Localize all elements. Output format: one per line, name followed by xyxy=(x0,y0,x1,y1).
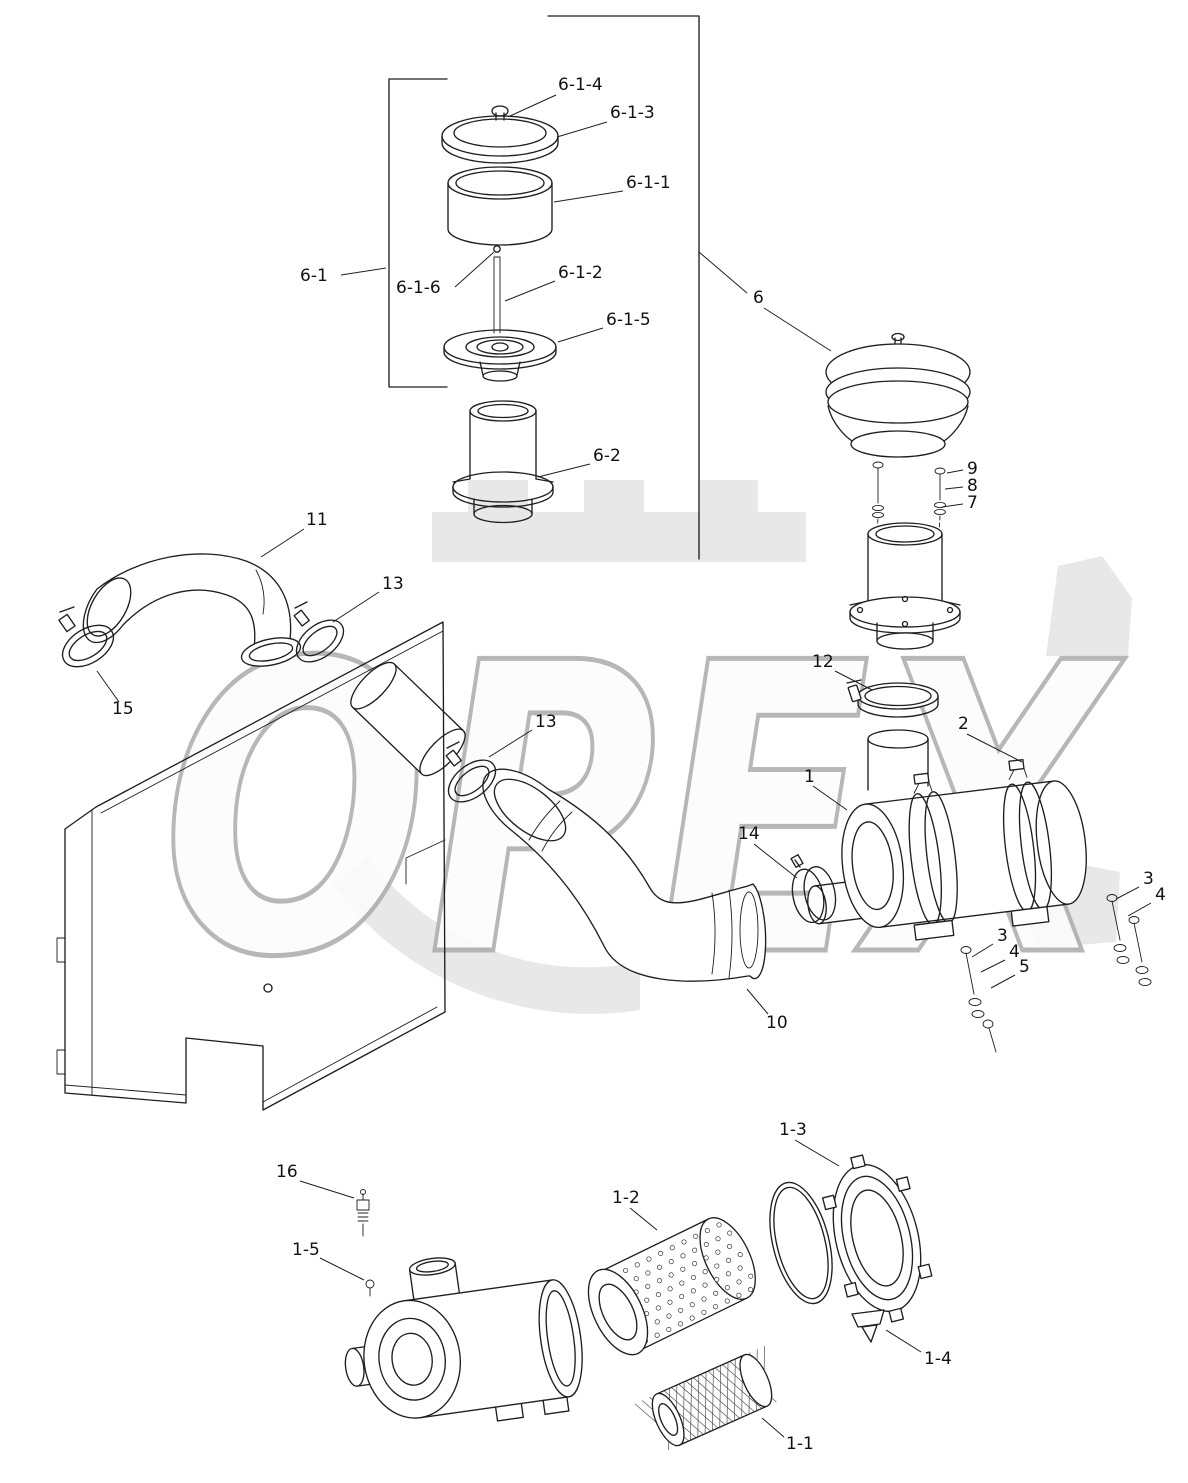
hardware-3-4-5-mid xyxy=(960,946,997,1053)
part-end-cover-1-3 xyxy=(822,1154,933,1323)
part-inlet-tube xyxy=(849,522,961,650)
part-clamp-14 xyxy=(790,853,837,924)
label-15: 15 xyxy=(112,699,134,719)
label-10: 10 xyxy=(766,1013,788,1033)
part-filter-1-1 xyxy=(634,1345,777,1450)
filter-perforations xyxy=(611,1222,754,1344)
part-6-1-3 xyxy=(441,115,559,164)
label-3-mid: 3 xyxy=(997,926,1008,946)
part-clamp-15 xyxy=(58,606,115,668)
label-13-lower: 13 xyxy=(535,712,557,732)
label-13-upper: 13 xyxy=(382,574,404,594)
part-6-1-1 xyxy=(447,166,553,246)
label-12: 12 xyxy=(812,652,834,672)
part-oring xyxy=(769,1181,833,1305)
part-sensor-16 xyxy=(356,1189,370,1237)
leader-lines xyxy=(96,94,1152,1438)
label-6-1-2: 6-1-2 xyxy=(558,263,603,283)
part-clamp-13-upper xyxy=(293,601,345,663)
part-canister-bottom xyxy=(344,1257,583,1422)
label-6-1-6: 6-1-6 xyxy=(396,278,441,298)
label-6-1-5: 6-1-5 xyxy=(606,310,651,330)
part-straight-tube xyxy=(350,661,466,777)
label-6-1: 6-1 xyxy=(300,266,328,286)
part-6-1-4 xyxy=(491,105,509,121)
part-elbow-10 xyxy=(482,768,767,982)
label-9: 9 xyxy=(967,459,978,479)
label-7: 7 xyxy=(967,493,978,513)
label-14: 14 xyxy=(738,824,760,844)
label-6: 6 xyxy=(753,288,764,308)
label-1: 1 xyxy=(804,767,815,787)
label-4-right: 4 xyxy=(1155,885,1166,905)
part-bolt-1-5 xyxy=(365,1279,375,1297)
part-canister-1 xyxy=(807,758,1087,941)
part-valve-1-4 xyxy=(851,1309,885,1343)
label-6-1-4: 6-1-4 xyxy=(558,75,603,95)
part-filter-1-2 xyxy=(587,1217,756,1356)
label-5: 5 xyxy=(1019,957,1030,977)
label-4-mid: 4 xyxy=(1009,942,1020,962)
label-1-1: 1-1 xyxy=(786,1434,814,1454)
label-16: 16 xyxy=(276,1162,298,1182)
part-clamp-13-lower xyxy=(445,741,497,803)
label-1-5: 1-5 xyxy=(292,1240,320,1260)
part-clamp-12 xyxy=(846,679,939,718)
label-2: 2 xyxy=(958,714,969,734)
label-11: 11 xyxy=(306,510,328,530)
part-6-1-5 xyxy=(443,329,557,382)
label-1-2: 1-2 xyxy=(612,1188,640,1208)
label-6-1-1: 6-1-1 xyxy=(626,173,671,193)
label-6-1-3: 6-1-3 xyxy=(610,103,655,123)
label-1-4: 1-4 xyxy=(924,1349,952,1369)
part-6-1-2 xyxy=(493,256,501,334)
part-6-precleaner xyxy=(825,332,971,458)
part-6-1-6 xyxy=(493,245,501,253)
label-6-2: 6-2 xyxy=(593,446,621,466)
label-1-3: 1-3 xyxy=(779,1120,807,1140)
part-6-2 xyxy=(452,400,554,524)
callout-labels: 6-1-4 6-1-3 6-1-1 6-1 6-1-6 6-1-2 6-1-5 … xyxy=(112,75,1166,1454)
side-panel xyxy=(56,621,446,1111)
detail-box-frame xyxy=(388,15,700,560)
label-8: 8 xyxy=(967,476,978,496)
label-3-right: 3 xyxy=(1143,869,1154,889)
part-elbow-11 xyxy=(82,553,302,667)
